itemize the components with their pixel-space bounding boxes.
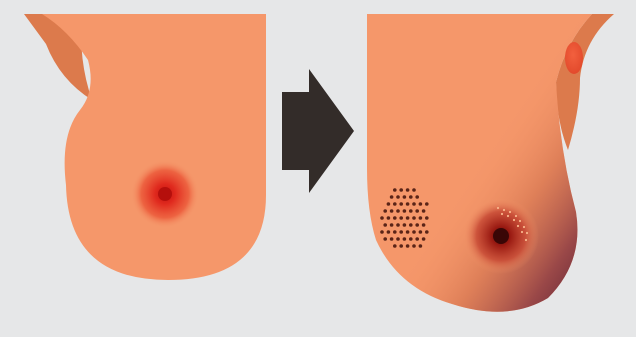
dimple-dot: [415, 223, 420, 227]
areola-speck: [516, 224, 520, 228]
areola-speck: [506, 214, 510, 218]
before-breast-shape: [42, 14, 266, 280]
skin-dimpling: [380, 188, 429, 248]
dimple-dot: [409, 223, 413, 227]
dimple-dot: [425, 216, 429, 220]
dimple-dot: [405, 230, 410, 234]
right-arrow-icon: [282, 69, 354, 193]
after-nipple: [493, 228, 509, 244]
dimple-dot: [409, 237, 413, 241]
dimple-dot: [389, 209, 394, 213]
dimple-dot: [421, 237, 426, 241]
dimple-dot: [383, 209, 388, 213]
dimple-dot: [393, 230, 397, 234]
dimple-dot: [421, 209, 426, 213]
dimple-dot: [412, 230, 416, 234]
after-breast: [367, 14, 614, 312]
dimple-dot: [425, 230, 429, 234]
dimple-dot: [399, 230, 404, 234]
areola-speck: [525, 231, 529, 235]
areola-speck: [500, 212, 504, 216]
dimple-dot: [405, 244, 410, 248]
dimple-dot: [405, 202, 410, 206]
dimple-dot: [389, 223, 394, 227]
dimple-dot: [405, 188, 410, 192]
dimple-dot: [393, 188, 397, 192]
dimple-dot: [393, 202, 397, 206]
dimple-dot: [418, 230, 423, 234]
areola-speck: [496, 206, 500, 210]
dimple-dot: [402, 209, 407, 213]
dimple-dot: [415, 209, 420, 213]
dimple-dot: [389, 237, 394, 241]
dimple-dot: [402, 195, 407, 199]
dimple-dot: [412, 216, 416, 220]
dimple-dot: [383, 223, 388, 227]
areola-speck: [508, 210, 512, 214]
areola-texture: [496, 206, 529, 242]
dimple-dot: [405, 216, 410, 220]
dimple-dot: [393, 244, 397, 248]
dimple-dot: [415, 195, 420, 199]
dimple-dot: [402, 223, 407, 227]
dimple-dot: [425, 202, 429, 206]
areola-speck: [514, 214, 518, 218]
areola-speck: [522, 225, 526, 229]
dimple-dot: [409, 209, 413, 213]
areola-speck: [502, 208, 506, 212]
areola-speck: [518, 219, 522, 223]
dimple-dot: [399, 244, 404, 248]
dimple-dot: [412, 244, 416, 248]
dimple-dot: [421, 223, 426, 227]
dimple-dot: [415, 237, 420, 241]
areola-speck: [524, 238, 528, 242]
dimple-dot: [402, 237, 407, 241]
armpit-lump: [565, 42, 583, 74]
before-breast: [24, 14, 266, 280]
dimple-dot: [396, 237, 400, 241]
dimple-dot: [412, 188, 416, 192]
skin-discoloration: [367, 14, 592, 312]
dimple-dot: [399, 216, 404, 220]
dimple-dot: [380, 216, 384, 220]
dimple-dot: [396, 195, 400, 199]
dimple-dot: [409, 195, 413, 199]
dimple-dot: [386, 216, 391, 220]
dimple-dot: [399, 188, 404, 192]
dimple-dot: [396, 223, 400, 227]
dimple-dot: [399, 202, 404, 206]
dimple-dot: [418, 202, 423, 206]
dimple-dot: [418, 244, 423, 248]
dimple-dot: [380, 230, 384, 234]
dimple-dot: [389, 195, 394, 199]
areola-speck: [512, 218, 516, 222]
dimple-dot: [386, 230, 391, 234]
before-nipple: [158, 187, 172, 201]
areola-speck: [520, 230, 524, 234]
dimple-dot: [418, 216, 423, 220]
dimple-dot: [412, 202, 416, 206]
dimple-dot: [383, 237, 388, 241]
dimple-dot: [393, 216, 397, 220]
dimple-dot: [396, 209, 400, 213]
dimple-dot: [386, 202, 391, 206]
